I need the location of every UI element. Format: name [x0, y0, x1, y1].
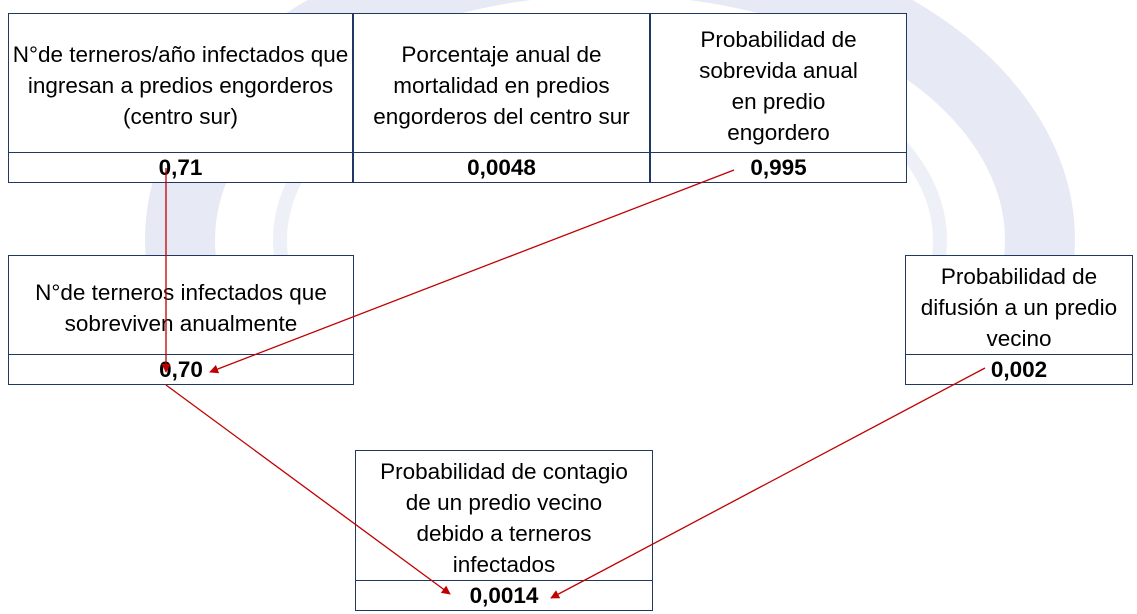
node-value: 0,002 [906, 354, 1132, 384]
node-terneros-sobreviven: N°de terneros infectados que sobreviven … [8, 255, 354, 385]
node-label: Probabilidad de difusión a un predio vec… [920, 264, 1118, 351]
node-label: N°de terneros infectados que sobreviven … [35, 279, 327, 336]
node-probabilidad-difusion: Probabilidad de difusión a un predio vec… [905, 255, 1133, 385]
node-probabilidad-sobrevida: Probabilidad de sobrevida anual en predi… [650, 13, 907, 183]
node-value: 0,70 [9, 354, 353, 384]
node-porcentaje-mortalidad: Porcentaje anual de mortalidad en predio… [353, 13, 650, 183]
node-label: N°de terneros/año infectados que ingresa… [12, 42, 349, 129]
node-value: 0,995 [651, 152, 906, 182]
node-value: 0,71 [9, 152, 352, 182]
node-label: Porcentaje anual de mortalidad en predio… [373, 42, 630, 129]
node-probabilidad-contagio: Probabilidad de contagio de un predio ve… [355, 450, 653, 611]
node-terneros-infectados-ingresan: N°de terneros/año infectados que ingresa… [8, 13, 353, 183]
node-value: 0,0048 [354, 152, 649, 182]
node-value: 0,0014 [356, 580, 652, 610]
node-label: Probabilidad de contagio de un predio ve… [380, 459, 628, 577]
node-label: Probabilidad de sobrevida anual en predi… [699, 26, 858, 145]
